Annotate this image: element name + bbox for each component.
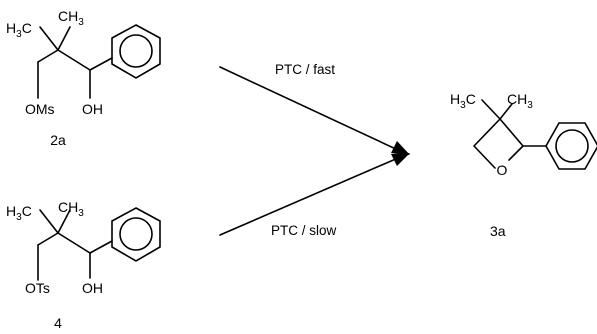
oxetane-ring-right (499, 118, 524, 161)
bond (39, 209, 59, 234)
leaving-group-2a: OMs (25, 101, 55, 117)
phenyl-ring-4 (111, 207, 161, 262)
methyl-left-2a: H3C (6, 20, 32, 40)
reaction-arrows: PTC / fast PTC / slow (219, 62, 410, 238)
leaving-group-4: OTs (25, 280, 50, 296)
compound-2a: H3C CH3 OMs OH 2a (6, 8, 161, 148)
bond (57, 232, 91, 254)
compound-label-2a: 2a (50, 132, 66, 148)
phenyl-ring-3a (545, 122, 597, 170)
condition-slow: PTC / slow (271, 223, 337, 238)
oxetane-ring-left (473, 118, 501, 169)
compound-label-3a: 3a (490, 223, 506, 239)
methyl-right-4: CH3 (58, 199, 84, 219)
condition-fast: PTC / fast (275, 62, 335, 77)
methyl-right-2a: CH3 (58, 8, 84, 28)
methyl-left-4: H3C (6, 203, 32, 223)
bond (57, 49, 91, 71)
methyl-left-3a: H3C (450, 91, 476, 111)
hydroxyl-4: OH (82, 280, 103, 296)
bond (39, 26, 59, 51)
methyl-right-3a: CH3 (507, 91, 533, 111)
compound-4: H3C CH3 OTs OH 4 (6, 199, 161, 331)
aromatic-circle (119, 34, 153, 68)
bond (57, 209, 71, 234)
bond (499, 103, 513, 120)
aromatic-circle (555, 129, 589, 163)
bond (37, 232, 59, 246)
bond (57, 26, 71, 51)
arrowhead-slow (391, 153, 410, 166)
hydroxyl-2a: OH (82, 101, 103, 117)
compound-label-4: 4 (54, 315, 62, 331)
bond (89, 240, 113, 254)
bond (481, 99, 501, 120)
aromatic-circle (119, 217, 153, 251)
arrow-fast (219, 66, 399, 151)
bond (89, 57, 113, 71)
compound-3a: H3C CH3 O 3a (450, 91, 597, 239)
arrowhead-fast (391, 141, 410, 155)
phenyl-ring-2a (111, 24, 161, 79)
ring-oxygen-3a: O (497, 162, 508, 178)
arrow-slow (219, 157, 399, 236)
bond (37, 49, 59, 63)
